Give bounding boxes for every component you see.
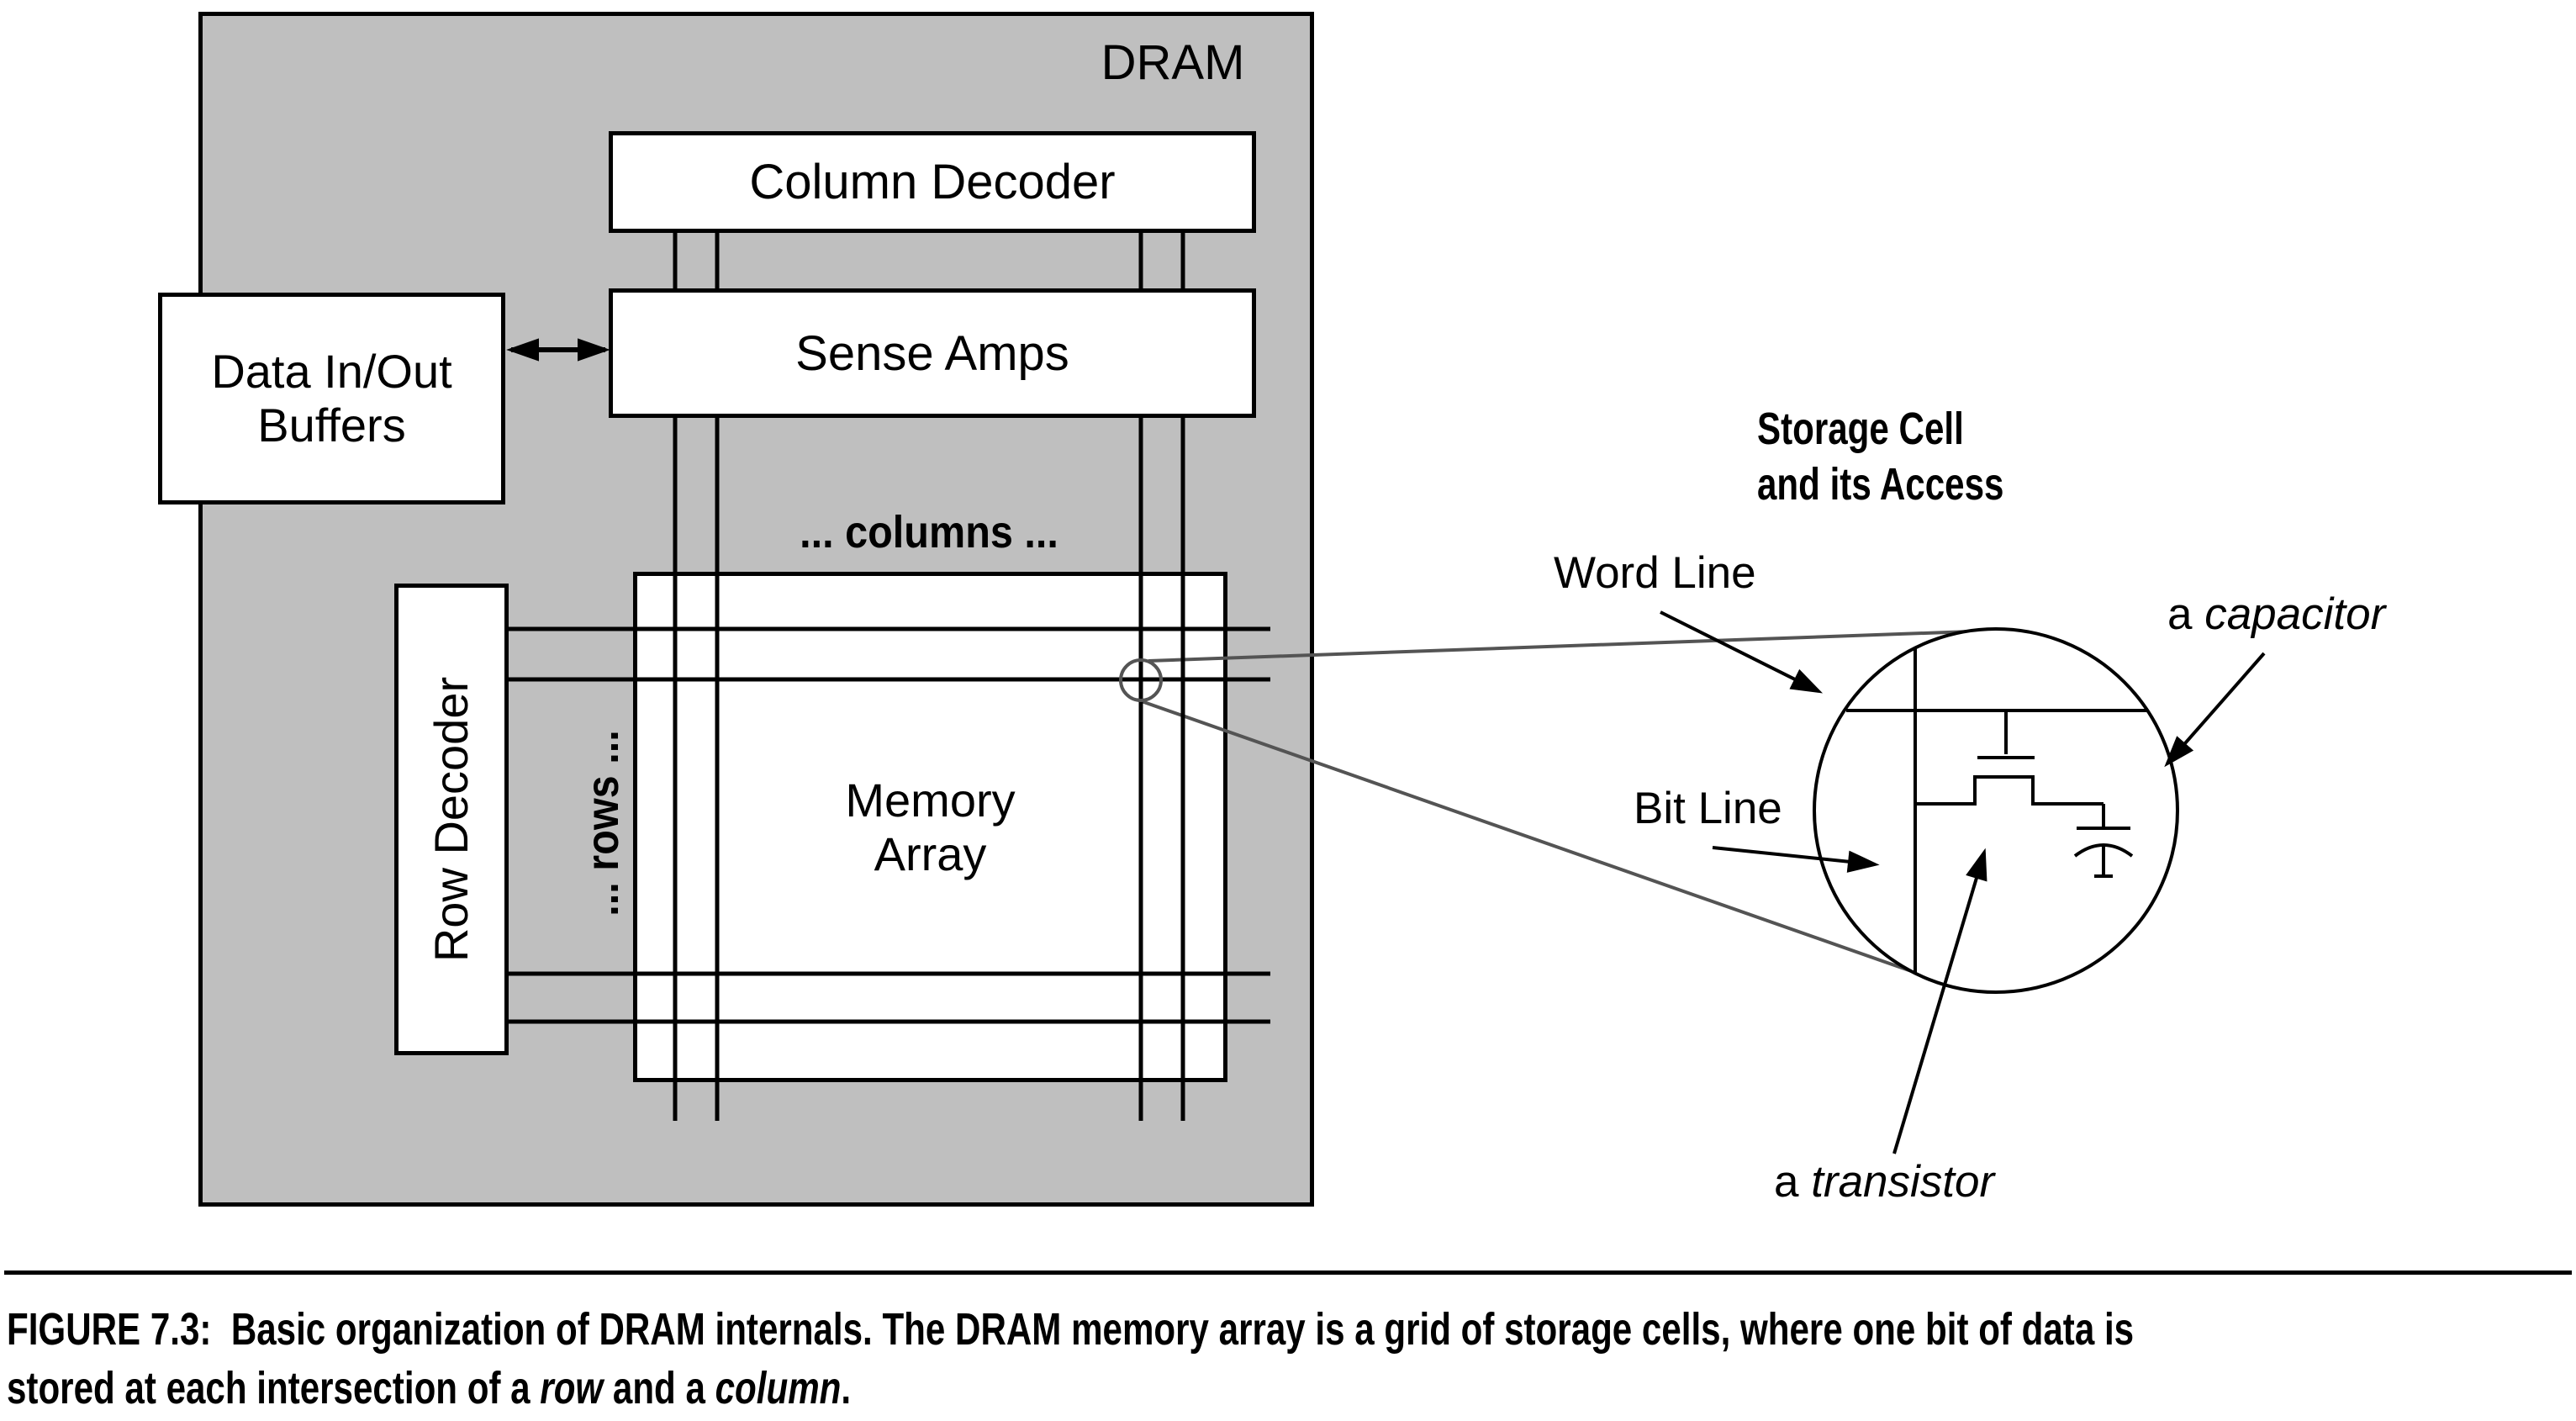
zoom-source-circle — [1119, 658, 1163, 702]
capacitor-curved-plate — [2073, 843, 2134, 858]
capacitor-label: a capacitor — [2167, 589, 2385, 640]
caption-line2-end: . — [841, 1363, 852, 1413]
column-decoder-label: Column Decoder — [749, 155, 1116, 209]
data-io-buffers-line1: Data In/Out — [211, 345, 452, 398]
word-line-label: Word Line — [1554, 548, 1756, 598]
figure-caption: FIGURE 7.3: Basic organization of DRAM i… — [7, 1300, 2134, 1418]
storage-cell-schematic — [1846, 648, 2146, 973]
caption-figure-number: FIGURE 7.3: — [7, 1304, 212, 1355]
caption-line1-text: Basic organization of DRAM internals. Th… — [211, 1304, 2135, 1355]
transistor-label-prefix: a — [1774, 1157, 1812, 1207]
word-line-arrow — [1660, 610, 1824, 694]
memory-array-label: Memory Array — [633, 572, 1227, 1082]
chip-title: DRAM — [1101, 35, 1245, 90]
data-io-buffers-line2: Buffers — [257, 399, 406, 452]
capacitor-arrow — [2164, 652, 2266, 768]
annotation-arrows — [1660, 610, 2266, 1154]
capacitor-label-prefix: a — [2167, 589, 2205, 639]
inset-title-line2: and its Access — [1757, 459, 2004, 510]
column-decoder-box: Column Decoder — [609, 131, 1256, 233]
memory-array-box — [633, 572, 1227, 1082]
row-decoder-box: Row Decoder — [394, 584, 509, 1055]
row-decoder-label: Row Decoder — [425, 676, 478, 963]
caption-line2-italic1: row — [540, 1363, 604, 1413]
caption-line1: FIGURE 7.3: Basic organization of DRAM i… — [7, 1300, 2134, 1359]
caption-line2-part2: and a — [603, 1363, 715, 1413]
caption-line2-part1: stored at each intersection of a — [7, 1363, 541, 1413]
memory-array-line1: Memory — [845, 773, 1016, 827]
transistor-channel — [1915, 775, 2104, 806]
data-io-buffers-box: Data In/Out Buffers — [158, 293, 505, 504]
zoom-ray-lower — [1136, 698, 1934, 980]
memory-array-line2: Array — [874, 827, 987, 880]
sense-amps-label: Sense Amps — [795, 325, 1069, 381]
capacitor-label-word: capacitor — [2204, 589, 2386, 639]
zoom-lens-circle — [1813, 627, 2179, 994]
caption-line2-italic2: column — [715, 1363, 842, 1413]
bit-line-label: Bit Line — [1634, 784, 1782, 833]
inset-title-line1: Storage Cell — [1757, 404, 1964, 454]
caption-divider — [4, 1270, 2572, 1275]
zoom-ray-upper — [1148, 629, 1995, 663]
caption-line2: stored at each intersection of a row and… — [7, 1359, 2134, 1418]
inset-title: Storage Cell and its Access — [1757, 401, 2003, 512]
transistor-label: a transistor — [1774, 1156, 1994, 1207]
transistor-label-word: transistor — [1811, 1157, 1995, 1207]
bit-line-arrow — [1712, 846, 1880, 873]
transistor-arrow — [1892, 848, 1987, 1154]
row-lines — [506, 626, 1270, 1024]
columns-axis-label: ... columns ... — [800, 507, 1058, 557]
sense-amps-box: Sense Amps — [609, 288, 1256, 418]
